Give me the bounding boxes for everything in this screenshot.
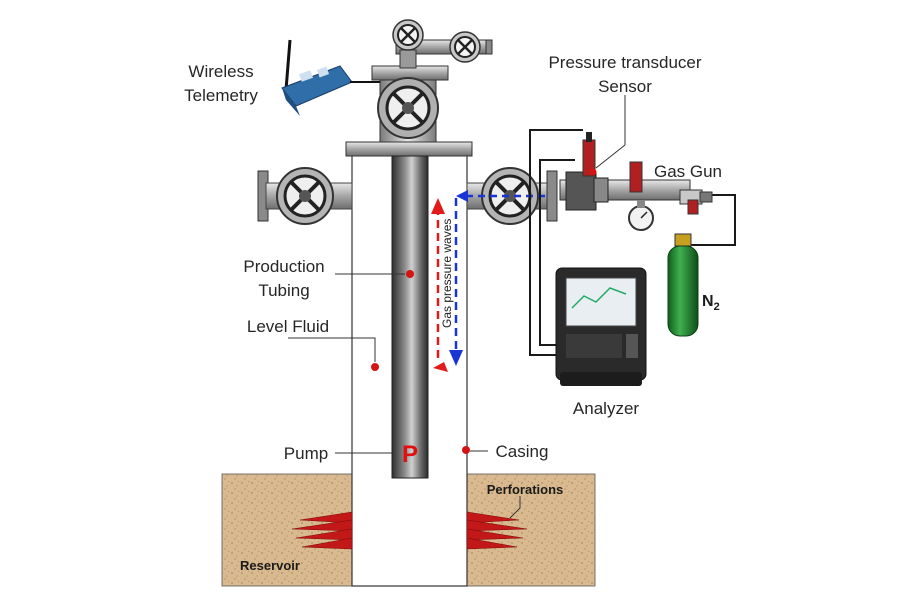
- pump-label: Pump: [284, 444, 328, 463]
- gas-pressure-waves-label: Gas pressure waves: [440, 219, 454, 328]
- perforations-label: Perforations: [487, 482, 564, 497]
- wave-down-arrowhead: [449, 350, 463, 366]
- tubing-body: [391, 155, 429, 479]
- casing-marker-dot: [462, 446, 470, 454]
- pump-marker: P: [402, 441, 418, 468]
- gas-cylinder-icon: [667, 233, 699, 337]
- casing-label: Casing: [496, 442, 549, 461]
- laptop-icon: [565, 277, 637, 327]
- production-tubing-label-1: Production: [243, 257, 324, 276]
- antenna-icon: [284, 39, 292, 91]
- leader-lines: [288, 95, 626, 519]
- wireless-telemetry-device: [281, 39, 380, 116]
- transducer-marker-dot: [589, 168, 597, 176]
- nitrogen-label: N2: [702, 293, 720, 313]
- telemetry-device-icon: [281, 65, 353, 116]
- wireless-telemetry-label-1: Wireless: [188, 62, 253, 81]
- perforations-right: [466, 511, 528, 550]
- pressure-transducer-label-2: Sensor: [598, 77, 652, 96]
- wave-up-arrow-base: [433, 362, 448, 372]
- analyzer-label: Analyzer: [573, 399, 639, 418]
- level-fluid-label: Level Fluid: [247, 317, 329, 336]
- wave-up-arrowhead: [431, 198, 445, 214]
- gas-pressure-waves: Gas pressure waves: [431, 190, 545, 372]
- gas-gun-label: Gas Gun: [654, 162, 722, 181]
- left-wing-valve: [257, 167, 353, 225]
- gas-gun-assembly: [559, 132, 713, 231]
- wireless-telemetry-label-2: Telemetry: [184, 86, 258, 105]
- reservoir-label: Reservoir: [240, 558, 300, 573]
- pressure-transducer-label-1: Pressure transducer: [548, 53, 701, 72]
- production-tubing-label-2: Tubing: [258, 281, 309, 300]
- tubing-marker-dot: [406, 270, 414, 278]
- marker-dots: [371, 168, 597, 454]
- instrument-wiring: [529, 129, 736, 356]
- wellhead: [345, 19, 493, 157]
- labels: Wireless Telemetry Pressure transducer S…: [184, 53, 722, 573]
- analyzer-device: [555, 267, 647, 386]
- right-wing-valve: [466, 167, 558, 225]
- perforations-left: [291, 511, 353, 550]
- fluid-marker-dot: [371, 363, 379, 371]
- production-tubing: P: [391, 155, 429, 479]
